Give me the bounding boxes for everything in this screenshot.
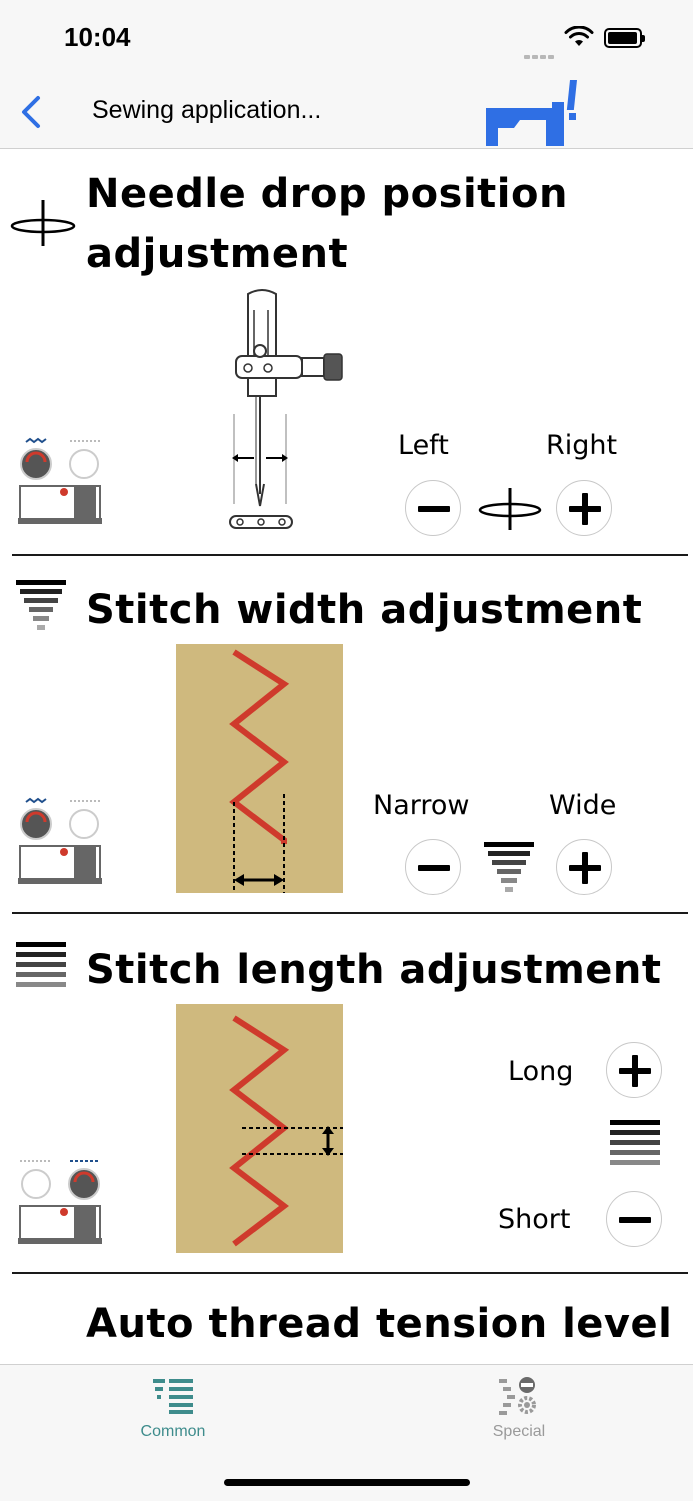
machine-dial-icon bbox=[18, 437, 102, 524]
stitch-width-section: Stitch width adjustment Narrow Wide bbox=[0, 556, 693, 916]
tab-common[interactable]: Common bbox=[73, 1365, 273, 1455]
minus-icon bbox=[418, 506, 450, 512]
machine-dial-icon bbox=[18, 797, 102, 884]
status-time: 10:04 bbox=[64, 22, 131, 52]
needle-position-icon-small bbox=[478, 488, 542, 530]
tab-special[interactable]: Special bbox=[419, 1365, 619, 1455]
minus-icon bbox=[418, 865, 450, 871]
section-divider bbox=[12, 912, 688, 914]
stitch-length-title: Stitch length adjustment bbox=[86, 947, 662, 993]
plus-icon bbox=[569, 852, 601, 884]
short-label: Short bbox=[498, 1204, 571, 1235]
back-chevron-icon[interactable] bbox=[18, 94, 48, 130]
battery-icon bbox=[604, 28, 645, 48]
machine-dial-icon bbox=[18, 1160, 102, 1244]
width-wide-plus-button[interactable] bbox=[556, 839, 612, 895]
tab-special-label: Special bbox=[492, 1423, 546, 1440]
needle-drop-title-line1: Needle drop position bbox=[86, 171, 568, 217]
navigation-bar: Sewing application... bbox=[0, 80, 693, 149]
length-long-plus-button[interactable] bbox=[606, 1042, 662, 1098]
wide-label: Wide bbox=[549, 790, 617, 821]
wifi-icon bbox=[564, 26, 594, 46]
stitch-length-illustration bbox=[176, 1004, 343, 1253]
narrow-label: Narrow bbox=[373, 790, 470, 821]
nav-title: Sewing application... bbox=[92, 96, 322, 124]
stitch-width-title: Stitch width adjustment bbox=[86, 587, 643, 633]
width-narrow-minus-button[interactable] bbox=[405, 839, 461, 895]
stitch-length-icon-small bbox=[610, 1120, 660, 1165]
stitch-length-icon bbox=[16, 942, 66, 987]
tab-bar: Common Special bbox=[0, 1364, 693, 1501]
needle-drop-section: Needle drop position adjustment bbox=[0, 148, 693, 556]
long-label: Long bbox=[508, 1056, 574, 1087]
right-label: Right bbox=[546, 430, 618, 461]
needle-bar-illustration bbox=[229, 289, 343, 529]
needle-right-plus-button[interactable] bbox=[556, 480, 612, 536]
minus-icon bbox=[619, 1217, 651, 1223]
plus-icon bbox=[569, 493, 601, 525]
special-settings-icon bbox=[499, 1377, 536, 1415]
status-bar: 10:04 bbox=[0, 0, 693, 80]
length-short-minus-button[interactable] bbox=[606, 1191, 662, 1247]
cellular-signal-icon bbox=[524, 44, 556, 63]
thread-tension-section: Auto thread tension level bbox=[0, 1276, 693, 1364]
needle-drop-title-line2: adjustment bbox=[86, 231, 349, 277]
common-settings-icon bbox=[153, 1379, 193, 1414]
stitch-width-icon-small bbox=[484, 842, 534, 892]
tab-common-label: Common bbox=[140, 1423, 206, 1440]
stitch-width-illustration bbox=[176, 644, 343, 893]
section-divider bbox=[12, 1272, 688, 1274]
stitch-width-icon bbox=[16, 580, 66, 630]
sewing-machine-alert-icon[interactable] bbox=[484, 80, 584, 148]
plus-icon bbox=[619, 1055, 651, 1087]
needle-position-icon bbox=[10, 200, 76, 246]
left-label: Left bbox=[398, 430, 449, 461]
needle-left-minus-button[interactable] bbox=[405, 480, 461, 536]
thread-tension-title: Auto thread tension level bbox=[86, 1301, 673, 1347]
stitch-length-section: Stitch length adjustment Long Short bbox=[0, 916, 693, 1276]
home-indicator[interactable] bbox=[224, 1479, 470, 1486]
section-divider bbox=[12, 554, 688, 556]
